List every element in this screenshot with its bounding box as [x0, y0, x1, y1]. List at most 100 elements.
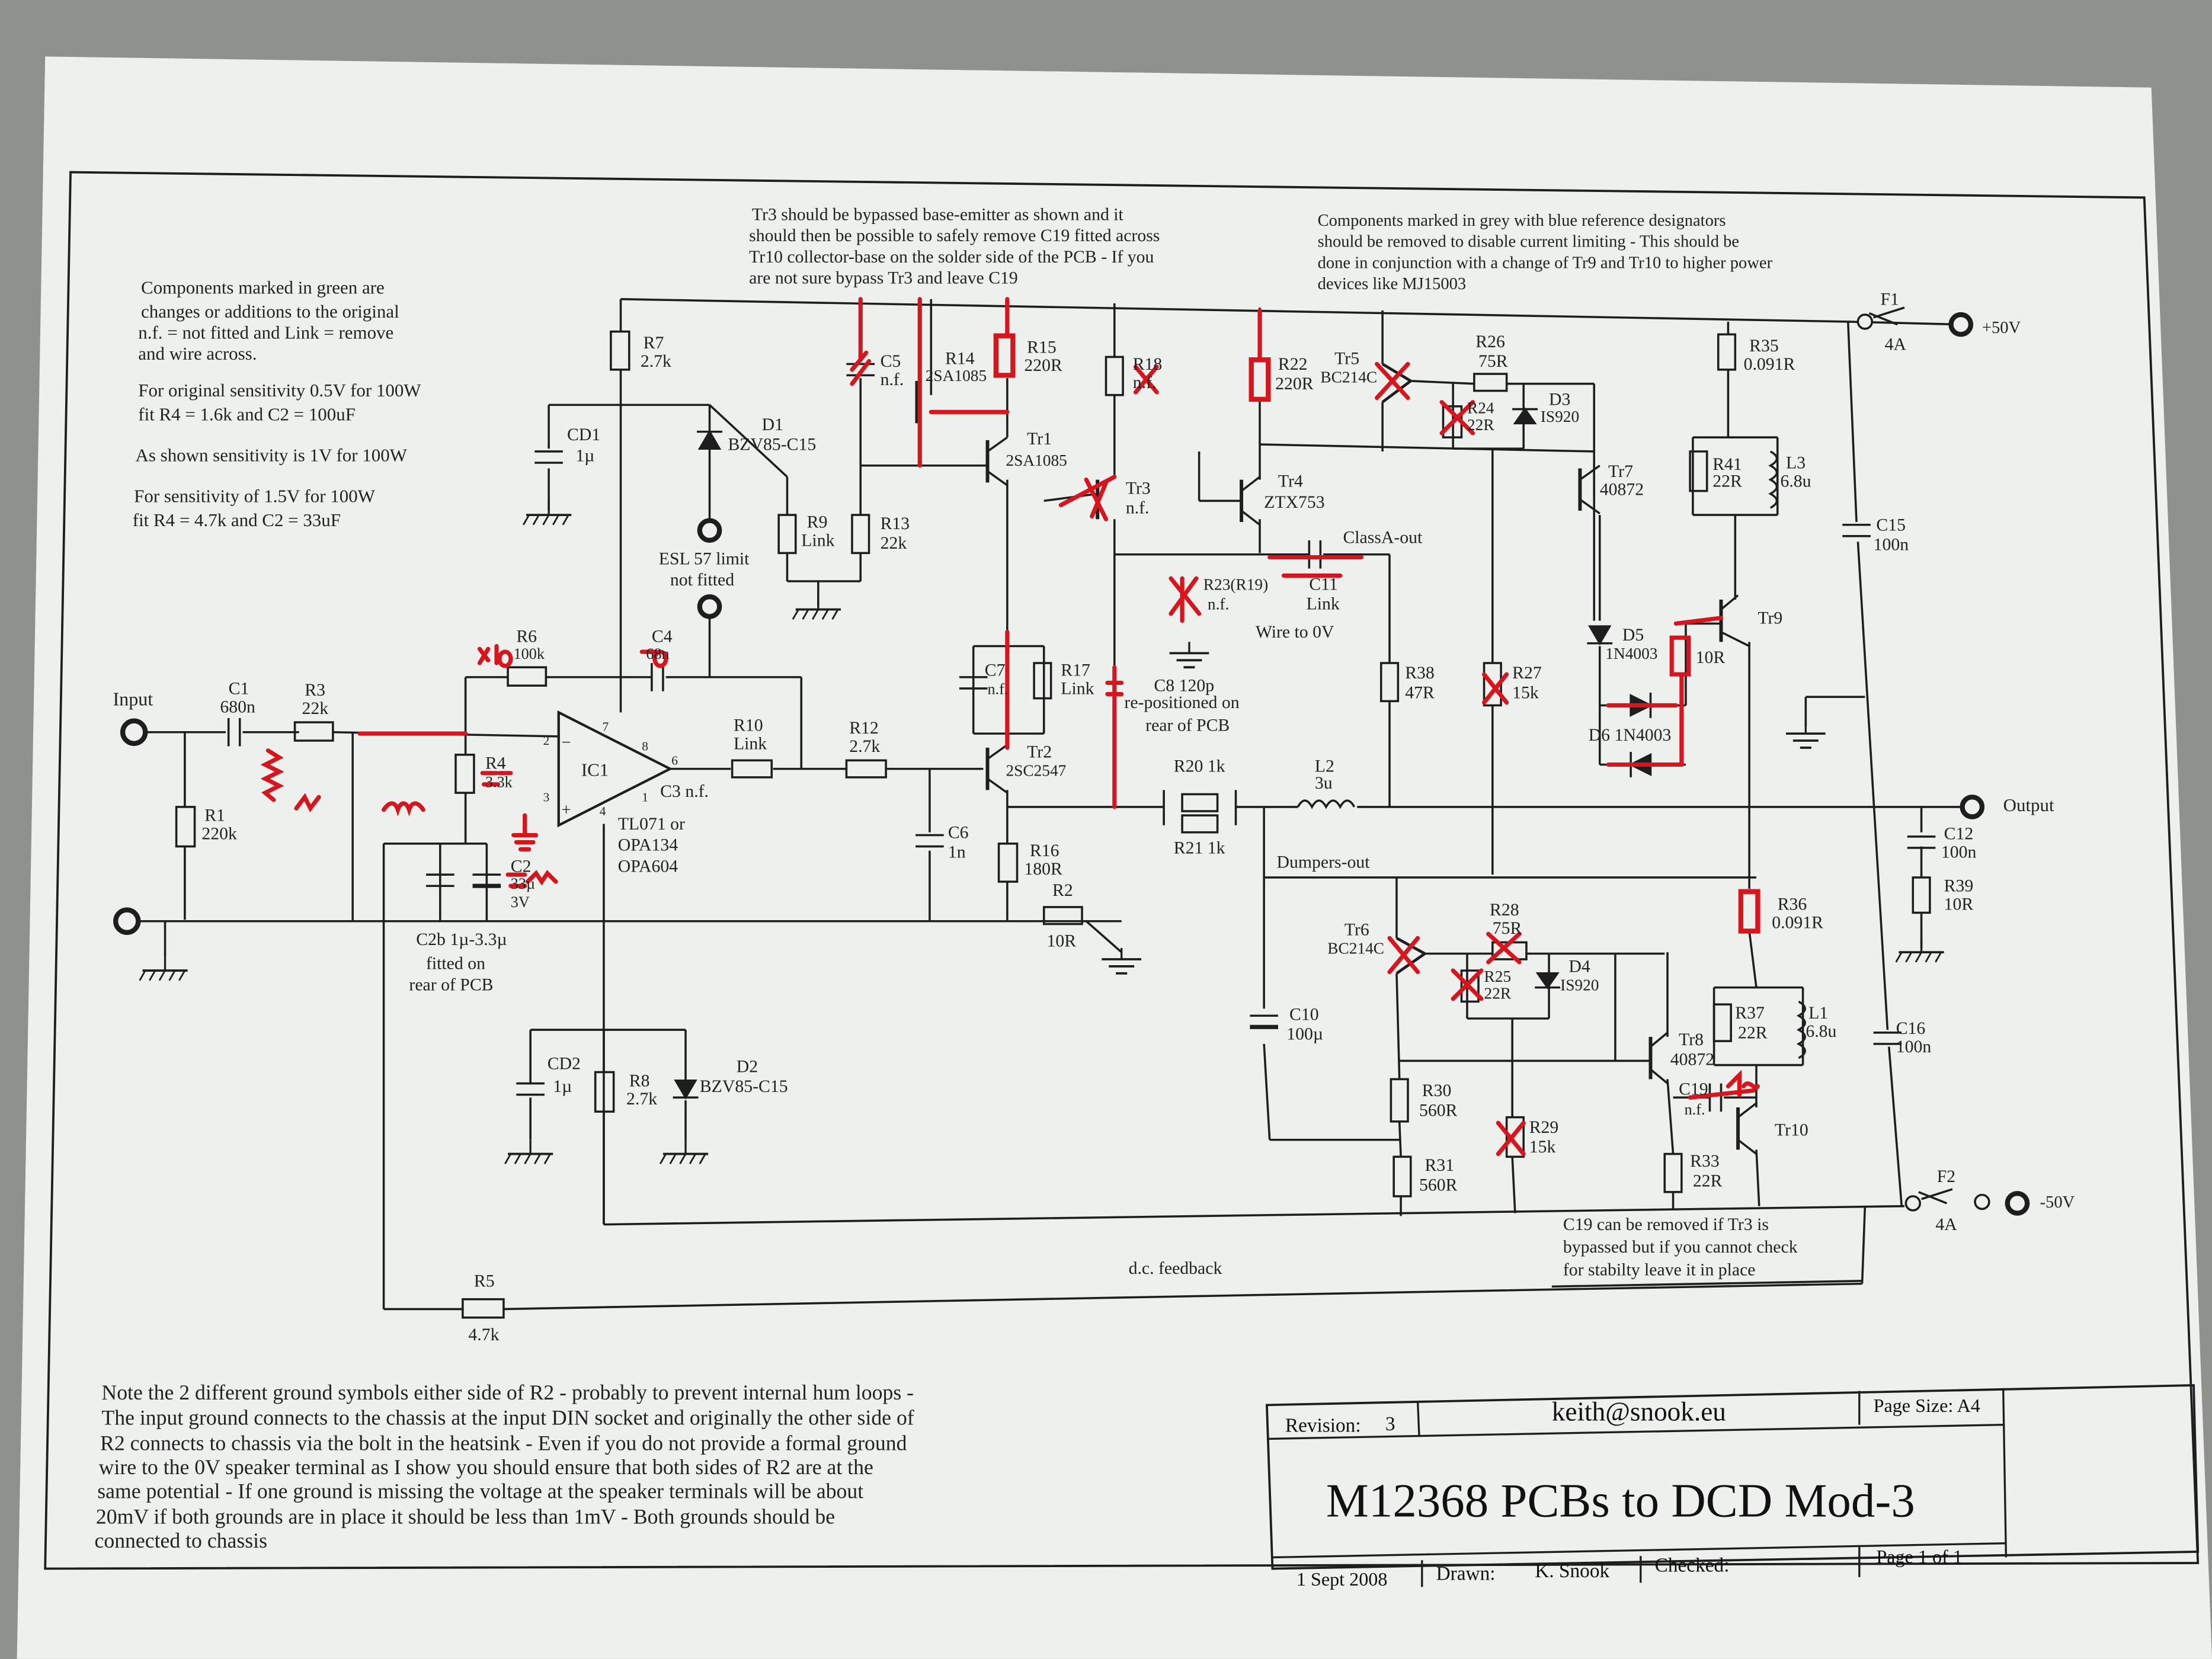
r26-ref: R26: [1475, 332, 1505, 351]
f1-label: F1: [1881, 289, 1899, 309]
d4-value: IS920: [1560, 976, 1599, 994]
grey-note-3: done in conjunction with a change of Tr9…: [1318, 254, 1773, 272]
drawing-frame: [44, 171, 2200, 1570]
r39-ref: R39: [1944, 876, 1974, 896]
r38-ref: R38: [1405, 663, 1435, 683]
r12-value: 2.7k: [849, 736, 880, 756]
l1-ref: L1: [1808, 1003, 1828, 1023]
date: 1 Sept 2008: [1297, 1568, 1388, 1590]
c19-value: n.f.: [1685, 1101, 1705, 1118]
r22-value: 220R: [1275, 374, 1314, 393]
ground-note-4: wire to the 0V speaker terminal as I sho…: [99, 1455, 873, 1479]
c11-value: Link: [1307, 594, 1340, 614]
grey-note-2: should be removed to disable current lim…: [1318, 233, 1739, 251]
c8-note-1: re-positioned on: [1124, 693, 1239, 712]
c2b-note-3: rear of PCB: [409, 975, 493, 994]
r10r-value: 10R: [1696, 648, 1726, 667]
sens-original-1: For original sensitivity 0.5V for 100W: [138, 380, 421, 401]
c8-note-2: rear of PCB: [1145, 715, 1230, 735]
pin-1: 1: [642, 790, 648, 804]
pin-8: 8: [642, 739, 648, 754]
r23-ref: R23(R19): [1203, 575, 1268, 593]
c7-ref: C7: [985, 660, 1006, 680]
c10-value: 100µ: [1286, 1024, 1323, 1044]
r2-value: 10R: [1047, 931, 1077, 951]
drawing-title: M12368 PCBs to DCD Mod-3: [1326, 1474, 1915, 1527]
c2b-note-1: C2b 1µ-3.3µ: [416, 930, 507, 949]
note-c19: C19 can be removed if Tr3 is bypassed bu…: [1563, 1215, 1798, 1279]
tr10-ref: Tr10: [1775, 1120, 1808, 1140]
r12-ref: R12: [849, 718, 879, 738]
plus50-label: +50V: [1982, 319, 2021, 337]
page-number: Page 1 of 1: [1876, 1546, 1962, 1567]
r15-ref: R15: [1027, 337, 1057, 357]
tr3-note-4: are not sure bypass Tr3 and leave C19: [749, 268, 1018, 288]
r36-value: 0.091R: [1772, 913, 1823, 933]
c6-ref: C6: [948, 822, 969, 842]
ground-note-5: same potential - If one ground is missin…: [97, 1479, 863, 1503]
c5-ref: C5: [881, 351, 901, 371]
r14-ref: R14: [945, 348, 975, 368]
r1-value: 220k: [201, 824, 237, 844]
cd1-ref: CD1: [567, 425, 600, 444]
c15-ref: C15: [1876, 515, 1906, 534]
l3-ref: L3: [1786, 453, 1806, 473]
ground-note-7: connected to chassis: [95, 1529, 267, 1552]
wire-to-0v-label: Wire to 0V: [1256, 622, 1334, 642]
r20-ref: R20 1k: [1174, 756, 1225, 776]
tr2-value: 2SC2547: [1006, 762, 1066, 780]
r22-ref: R22: [1278, 354, 1308, 374]
dc-feedback-label: d.c. feedback: [1129, 1258, 1222, 1278]
l3-value: 6.8u: [1780, 471, 1811, 491]
pin-plus: +: [562, 801, 571, 819]
note-legend: Components marked in green are changes o…: [133, 277, 422, 530]
pin-3: 3: [543, 790, 550, 804]
c2-voltage: 3V: [511, 893, 530, 911]
c16-value: 100n: [1896, 1037, 1932, 1056]
r31-value: 560R: [1419, 1175, 1458, 1194]
pin-2: 2: [543, 734, 550, 748]
r5-value: 4.7k: [468, 1325, 499, 1344]
c19-note-1: C19 can be removed if Tr3 is: [1563, 1215, 1769, 1234]
paper-sheet: [17, 56, 2212, 1659]
tr4-ref: Tr4: [1278, 471, 1303, 491]
ground-note-3: R2 connects to chassis via the bolt in t…: [100, 1431, 907, 1455]
r29-ref: R29: [1529, 1117, 1559, 1137]
r17-value: Link: [1061, 678, 1094, 698]
l2-value: 3u: [1315, 773, 1333, 793]
opamp-label-3: OPA604: [618, 856, 678, 876]
r13-ref: R13: [881, 514, 910, 533]
drawn-by: K. Snook: [1535, 1560, 1609, 1582]
note-grey: Components marked in grey with blue refe…: [1318, 212, 1773, 293]
c6-value: 1n: [948, 843, 966, 862]
r25-ref: R25: [1484, 968, 1512, 985]
ground-note-1: Note the 2 different ground symbols eith…: [101, 1381, 914, 1404]
tr8-ref: Tr8: [1679, 1030, 1704, 1049]
esl-label: ESL 57 limit: [659, 549, 750, 568]
f2-value: 4A: [1935, 1215, 1957, 1234]
r8-ref: R8: [629, 1071, 650, 1090]
r18-value: n.f.: [1133, 373, 1157, 392]
r18-ref: R18: [1133, 354, 1163, 374]
c16-ref: C16: [1896, 1019, 1926, 1038]
f2-label: F2: [1937, 1167, 1955, 1186]
c15-value: 100n: [1874, 535, 1909, 555]
r6-ref: R6: [516, 626, 537, 646]
d3-ref: D3: [1549, 389, 1570, 409]
tr3-note-1: Tr3 should be bypassed base-emitter as s…: [752, 205, 1124, 225]
cd2-ref: CD2: [548, 1054, 581, 1074]
minus50-label: -50V: [2040, 1193, 2075, 1212]
tr1-value: 2SA1085: [1006, 451, 1067, 469]
c19-ref: C19: [1679, 1080, 1708, 1099]
r17-ref: R17: [1061, 660, 1090, 680]
r24-value: 22R: [1467, 416, 1494, 434]
r13-value: 22k: [881, 533, 907, 553]
r16-value: 180R: [1024, 859, 1062, 879]
d2-ref: D2: [737, 1056, 758, 1076]
l2-ref: L2: [1315, 756, 1334, 776]
r35-ref: R35: [1749, 336, 1779, 356]
cd2-value: 1µ: [553, 1077, 572, 1096]
tr3-ref: Tr3: [1126, 478, 1151, 498]
pin-6: 6: [671, 753, 678, 767]
tr5-ref: Tr5: [1334, 348, 1359, 368]
